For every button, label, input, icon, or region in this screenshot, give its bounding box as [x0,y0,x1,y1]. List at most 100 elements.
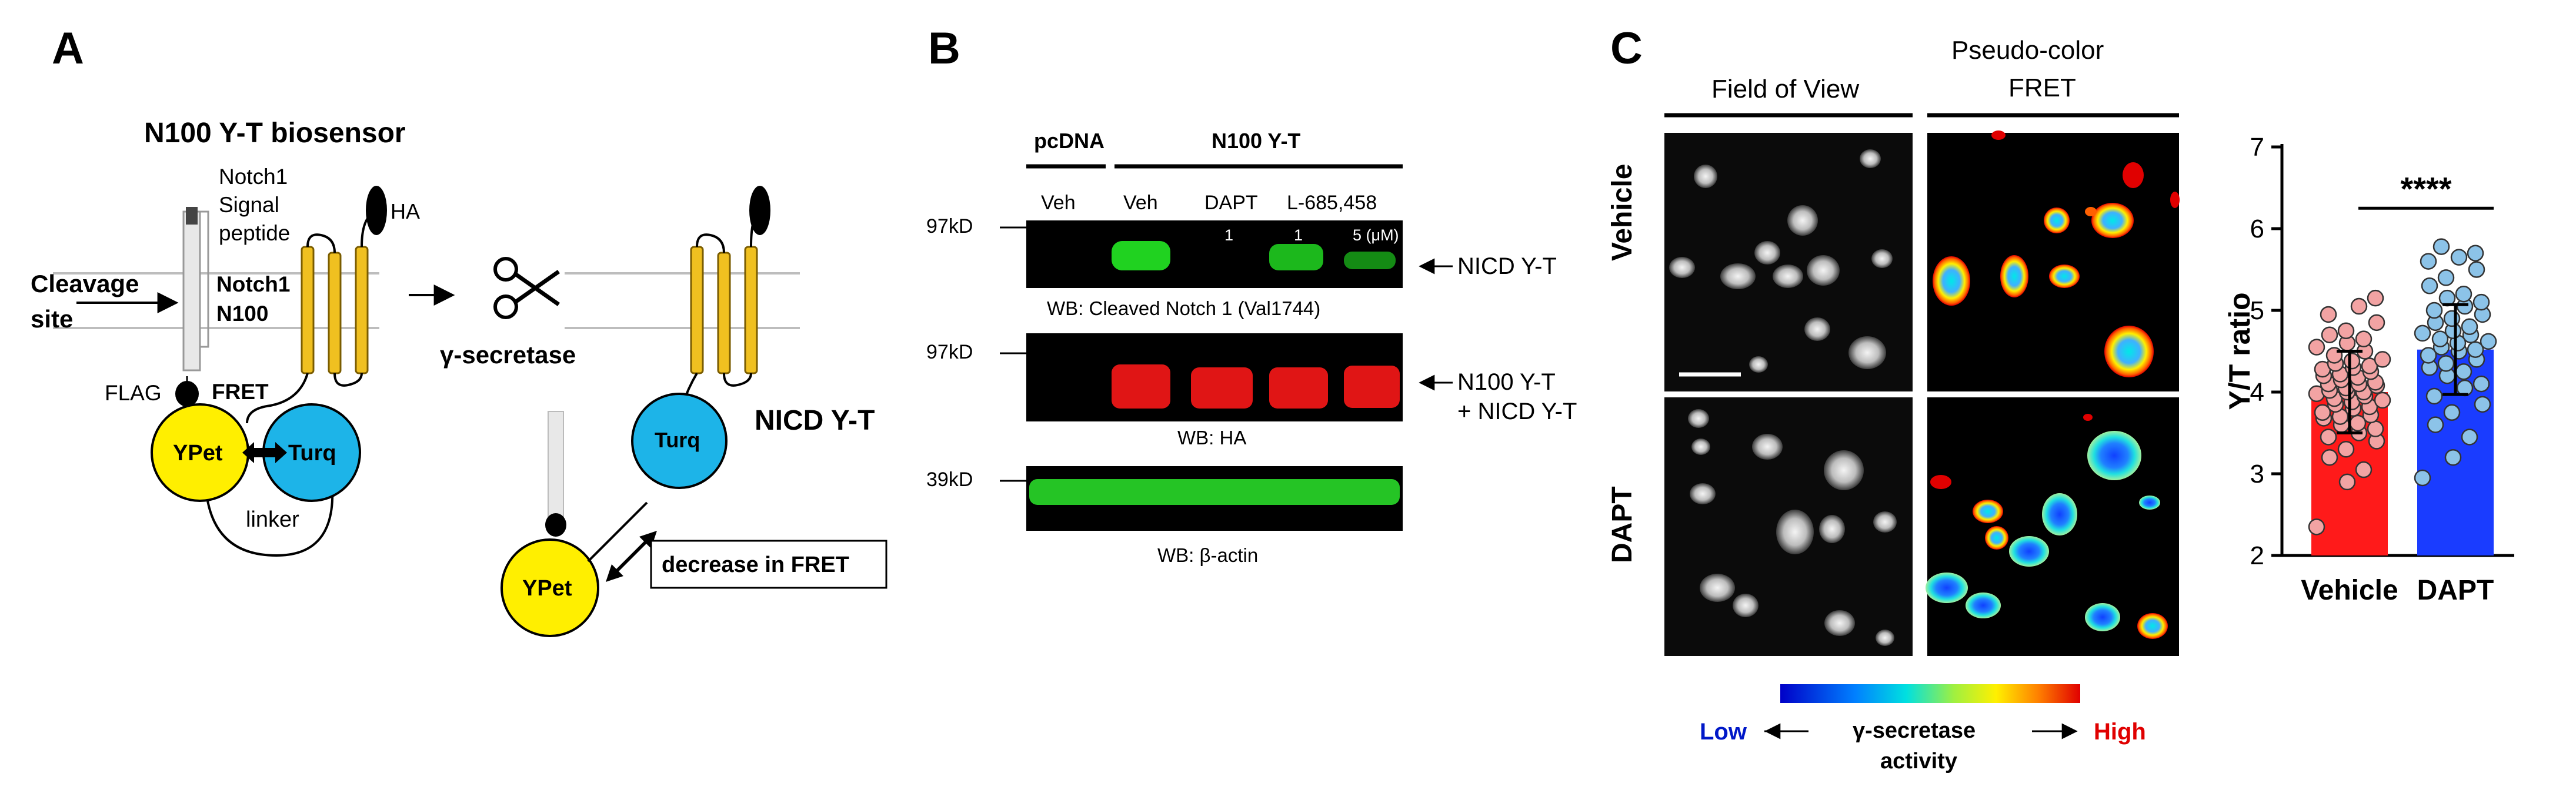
signal-peptide-line-3: peptide [219,221,291,245]
nicd-turq-circle [631,393,728,489]
point-dapt-2 [2461,429,2478,446]
separation-arrow [606,531,657,582]
point-vehicle-19 [2374,391,2391,409]
point-dapt-34 [2437,269,2455,286]
dose-label-3: 5 (μM) [1353,226,1399,244]
point-dapt-10 [2455,363,2472,380]
point-dapt-1 [2444,448,2462,466]
decrease-fret-box [650,540,887,589]
panel-a [53,186,887,637]
point-vehicle-38 [2361,357,2378,374]
panel-b [1000,164,1453,531]
point-vehicle-47 [2321,326,2338,343]
cleaved-flag-oval [545,513,566,537]
blot3-label: WB: β-actin [1157,544,1259,566]
y-tick-label-3: 3 [2250,460,2264,488]
gamma-secretase-label: γ-secretase [440,341,576,369]
point-vehicle-44 [2308,339,2325,356]
nicd-ypet-circle [500,538,599,637]
point-dapt-20 [2431,330,2449,347]
fret-double-arrow [242,442,287,463]
notch-bracket [199,210,209,348]
helix-group-sensor [246,186,387,424]
y-tick-label-5: 5 [2250,296,2264,325]
group-pcdna: pcDNA [1034,129,1105,153]
point-dapt-26 [2443,310,2461,327]
lane-label-3: DAPT [1204,192,1258,214]
notch-label-line-2: N100 [216,302,269,326]
y-tick-label-2: 2 [2250,541,2264,570]
signal-peptide-line-1: Notch1 [219,165,288,189]
ha-tag-oval [366,186,387,235]
point-dapt-14 [2420,347,2437,364]
arrow-label-n100-line-1: N100 Y-T [1457,369,1556,395]
scale-caption-line-1: γ-secretase [1853,718,1976,743]
signal-peptide-tip [186,207,198,225]
scale-caption-line-2: activity [1880,749,1957,774]
point-vehicle-46 [2355,330,2373,347]
dose-label-1: 1 [1224,226,1234,244]
cleaved-peptide-bar [548,411,564,521]
point-vehicle-6 [2320,429,2337,446]
point-dapt-22 [2414,324,2431,342]
significance-label: **** [2400,170,2451,207]
lane-label-1: Veh [1041,192,1076,214]
decrease-fret-label: decrease in FRET [662,553,849,577]
nicd-turq-label: Turq [655,428,700,452]
point-vehicle-52 [2367,289,2384,307]
point-vehicle-48 [2337,322,2355,339]
point-dapt-28 [2425,302,2443,319]
scale-low-label: Low [1700,719,1747,745]
point-dapt-37 [2450,249,2468,266]
scissors-icon [493,257,560,319]
nicd-ypet-label: YPet [522,576,572,601]
scale-high-label: High [2094,719,2146,745]
point-dapt-0 [2414,469,2431,487]
signal-peptide-line-2: Signal [219,193,279,217]
point-dapt-33 [2421,277,2438,294]
point-dapt-6 [2425,387,2443,405]
linker-label: linker [246,507,299,532]
biosensor-title: N100 Y-T biosensor [144,118,406,149]
point-vehicle-49 [2368,314,2385,332]
y-tick-label-7: 7 [2250,133,2264,162]
lane-label-2: Veh [1123,192,1158,214]
point-vehicle-8 [2367,420,2384,437]
blot1-label: WB: Cleaved Notch 1 (Val1744) [1047,297,1321,319]
point-vehicle-41 [2374,351,2391,368]
point-vehicle-3 [2321,448,2338,466]
col-header-fov: Field of View [1711,75,1860,103]
panel-c [1664,113,2180,739]
y-tick-label-4: 4 [2250,378,2264,407]
point-vehicle-0 [2308,518,2325,535]
point-dapt-8 [2472,375,2490,393]
point-vehicle-50 [2320,306,2337,323]
point-vehicle-14 [2314,404,2331,421]
x-tick-label-vehicle: Vehicle [2301,575,2398,606]
point-dapt-30 [2472,293,2490,311]
cleavage-label-line-2: site [31,305,74,333]
panel-letter-c: C [1610,24,1643,73]
point-dapt-4 [2443,404,2461,421]
point-dapt-38 [2467,245,2484,262]
mw-label-1: 97kD [926,215,973,237]
fret-label: FRET [212,380,269,404]
point-dapt-32 [2455,285,2472,303]
turq-label: Turq [288,441,336,466]
y-tick-label-6: 6 [2250,215,2264,243]
nicd-label: NICD Y-T [755,405,875,436]
dose-label-2: 1 [1294,226,1303,244]
point-vehicle-4 [2337,441,2355,458]
cleavage-label-line-1: Cleavage [31,270,139,297]
point-dapt-19 [2480,333,2497,350]
point-vehicle-51 [2350,297,2368,315]
point-dapt-12 [2437,355,2455,372]
point-dapt-24 [2461,318,2478,336]
point-dapt-16 [2467,341,2484,358]
arrow-label-nicd: NICD Y-T [1457,253,1557,279]
point-vehicle-2 [2355,461,2373,478]
panel-letter-b: B [928,24,960,73]
point-dapt-36 [2420,253,2437,270]
